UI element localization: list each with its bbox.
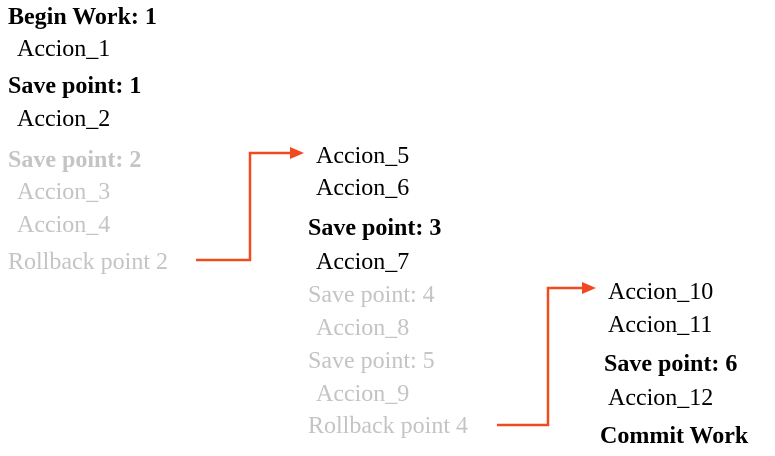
rollback-arrow-1-line bbox=[196, 151, 292, 262]
save-point-1-label: Save point: 1 bbox=[8, 73, 142, 99]
rollback-arrow-1-head bbox=[290, 147, 304, 159]
save-point-5-label: Save point: 5 bbox=[308, 348, 435, 374]
action-9-label: Accion_9 bbox=[316, 381, 410, 407]
rollback-arrow-2-head bbox=[582, 282, 596, 294]
save-point-2-label: Save point: 2 bbox=[8, 147, 142, 173]
rollback-arrow-2-line bbox=[497, 286, 584, 427]
begin-work-label: Begin Work: 1 bbox=[8, 4, 157, 30]
commit-work-label: Commit Work bbox=[600, 423, 749, 449]
save-point-6-label: Save point: 6 bbox=[604, 351, 738, 377]
action-1-label: Accion_1 bbox=[17, 36, 111, 62]
rollback-arrow-2 bbox=[497, 282, 596, 427]
save-point-4-label: Save point: 4 bbox=[308, 282, 435, 308]
rollback-point-2-label: Rollback point 2 bbox=[8, 249, 168, 275]
action-8-label: Accion_8 bbox=[316, 315, 410, 341]
action-10-label: Accion_10 bbox=[608, 279, 714, 305]
action-6-label: Accion_6 bbox=[316, 175, 410, 201]
rollback-point-4-label: Rollback point 4 bbox=[308, 413, 468, 439]
action-11-label: Accion_11 bbox=[608, 312, 713, 338]
action-4-label: Accion_4 bbox=[17, 212, 111, 238]
action-3-label: Accion_3 bbox=[17, 179, 111, 205]
action-2-label: Accion_2 bbox=[17, 106, 111, 132]
action-7-label: Accion_7 bbox=[316, 249, 410, 275]
action-5-label: Accion_5 bbox=[316, 143, 410, 169]
rollback-arrow-1 bbox=[196, 147, 304, 262]
save-point-3-label: Save point: 3 bbox=[308, 215, 442, 241]
action-12-label: Accion_12 bbox=[608, 385, 714, 411]
